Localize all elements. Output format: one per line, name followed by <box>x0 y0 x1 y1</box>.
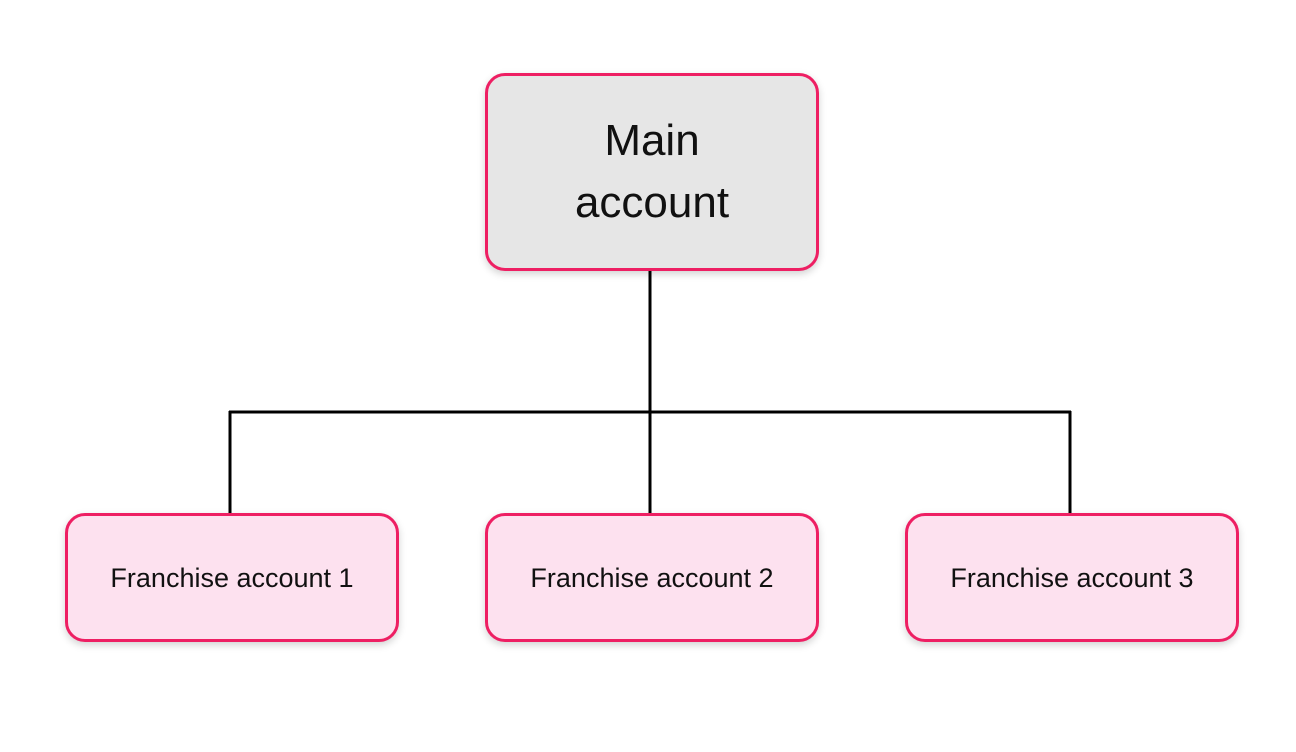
franchise-account-3-node: Franchise account 3 <box>905 513 1239 642</box>
franchise-account-2-label: Franchise account 2 <box>530 562 774 593</box>
franchise-account-1-label: Franchise account 1 <box>110 562 354 593</box>
main-account-label: Main account <box>574 116 730 227</box>
franchise-account-2-node: Franchise account 2 <box>485 513 819 642</box>
franchise-account-3-label: Franchise account 3 <box>950 562 1194 593</box>
main-account-node: Main account <box>485 73 819 271</box>
franchise-account-1-node: Franchise account 1 <box>65 513 399 642</box>
